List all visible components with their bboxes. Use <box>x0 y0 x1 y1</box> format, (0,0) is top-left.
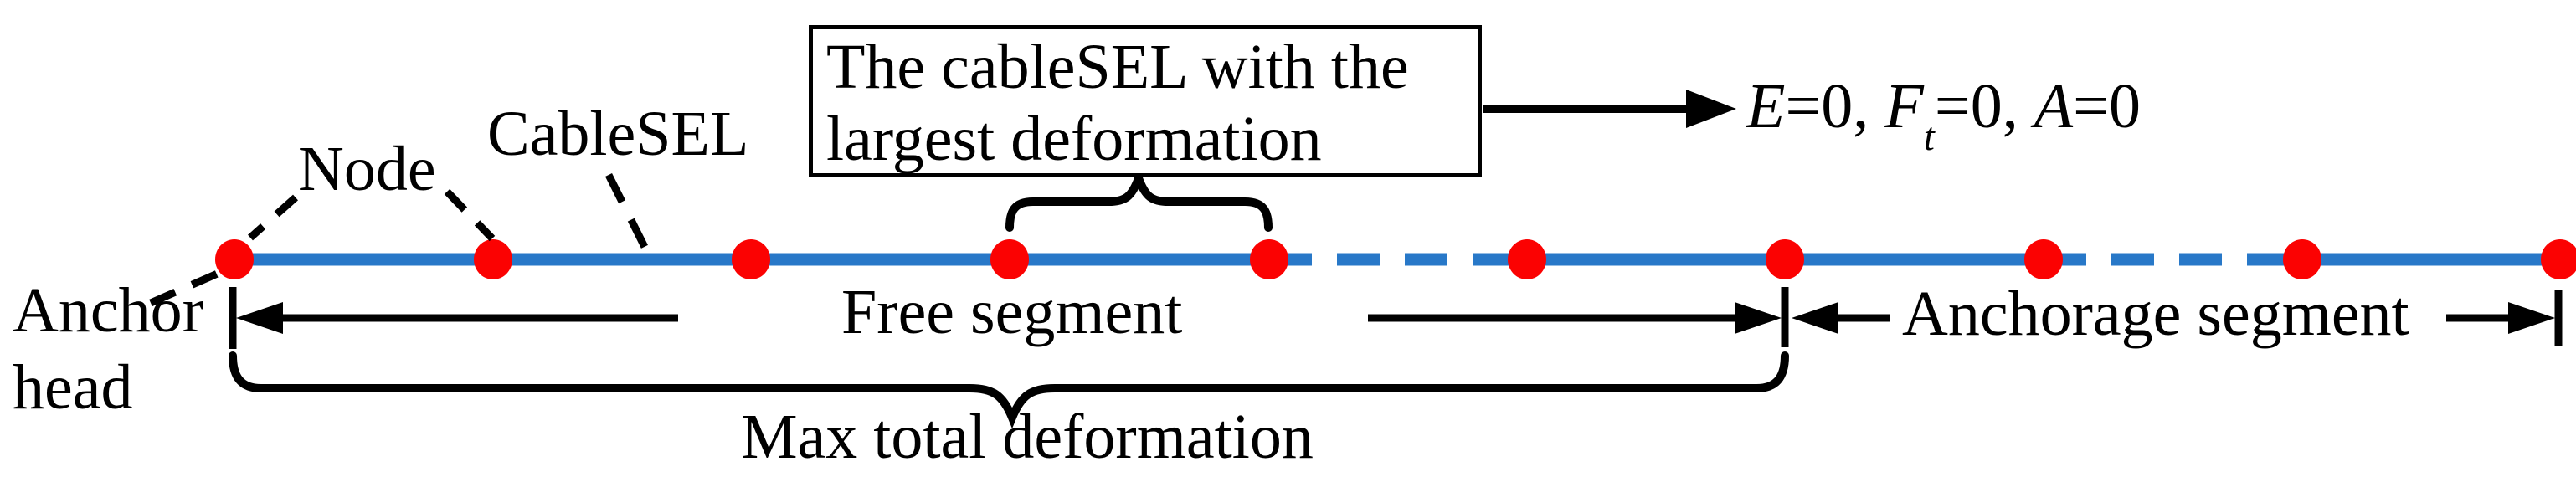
linework <box>149 105 2563 429</box>
equation-eq3: =0 <box>2073 71 2142 141</box>
equation: E=0, Ft=0, A=0 <box>1746 71 2142 156</box>
node-dot <box>1250 239 1288 279</box>
node-dot <box>2541 239 2576 279</box>
callout-arrowhead <box>1686 90 1736 128</box>
max-total-deformation-label: Max total deformation <box>741 402 1314 472</box>
free-segment-left-arrowhead <box>236 302 283 334</box>
anchorage-left-arrowhead <box>1792 302 1838 334</box>
callout-line1: The cableSEL with the <box>826 32 1409 102</box>
callout-box: The cableSEL with the largest deformatio… <box>809 25 1482 177</box>
largest-deformation-brace <box>1005 166 1273 232</box>
node-dot <box>2024 239 2063 279</box>
equation-var-F: F <box>1884 71 1924 141</box>
anchorage-segment-label: Anchorage segment <box>1902 279 2409 349</box>
equation-var-E: E <box>1746 71 1786 141</box>
equation-eq2: =0, <box>1934 71 2034 141</box>
node-leader-line-left <box>248 194 298 241</box>
equation-sub-t: t <box>1923 115 1935 159</box>
node-label: Node <box>298 134 436 204</box>
node-dot <box>990 239 1029 279</box>
node-dot <box>732 239 770 279</box>
callout-line2: largest deformation <box>826 104 1322 174</box>
arrowheads <box>236 90 2555 334</box>
node-dot <box>474 239 512 279</box>
node-dot <box>215 239 254 279</box>
cablesel-label: CableSEL <box>487 99 749 169</box>
node-dot <box>1508 239 1546 279</box>
node-dot <box>1766 239 1804 279</box>
free-segment-label: Free segment <box>841 277 1183 347</box>
node-leader-line-right <box>444 188 496 242</box>
anchor-head-line1: Anchor <box>13 275 203 346</box>
node-dot <box>2283 239 2321 279</box>
free-segment-right-arrowhead <box>1735 302 1782 334</box>
node-layer <box>215 239 2576 279</box>
anchor-head-line2: head <box>13 352 133 423</box>
max-total-deformation-brace <box>229 351 1789 429</box>
equation-eq1: =0, <box>1785 71 1885 141</box>
anchor-head-leader-line <box>149 269 221 307</box>
cablesel-leader-line <box>604 172 650 251</box>
anchor-head-label: Anchor head <box>13 272 203 426</box>
equation-var-A: A <box>2034 71 2074 141</box>
anchorage-right-arrowhead <box>2508 302 2555 334</box>
